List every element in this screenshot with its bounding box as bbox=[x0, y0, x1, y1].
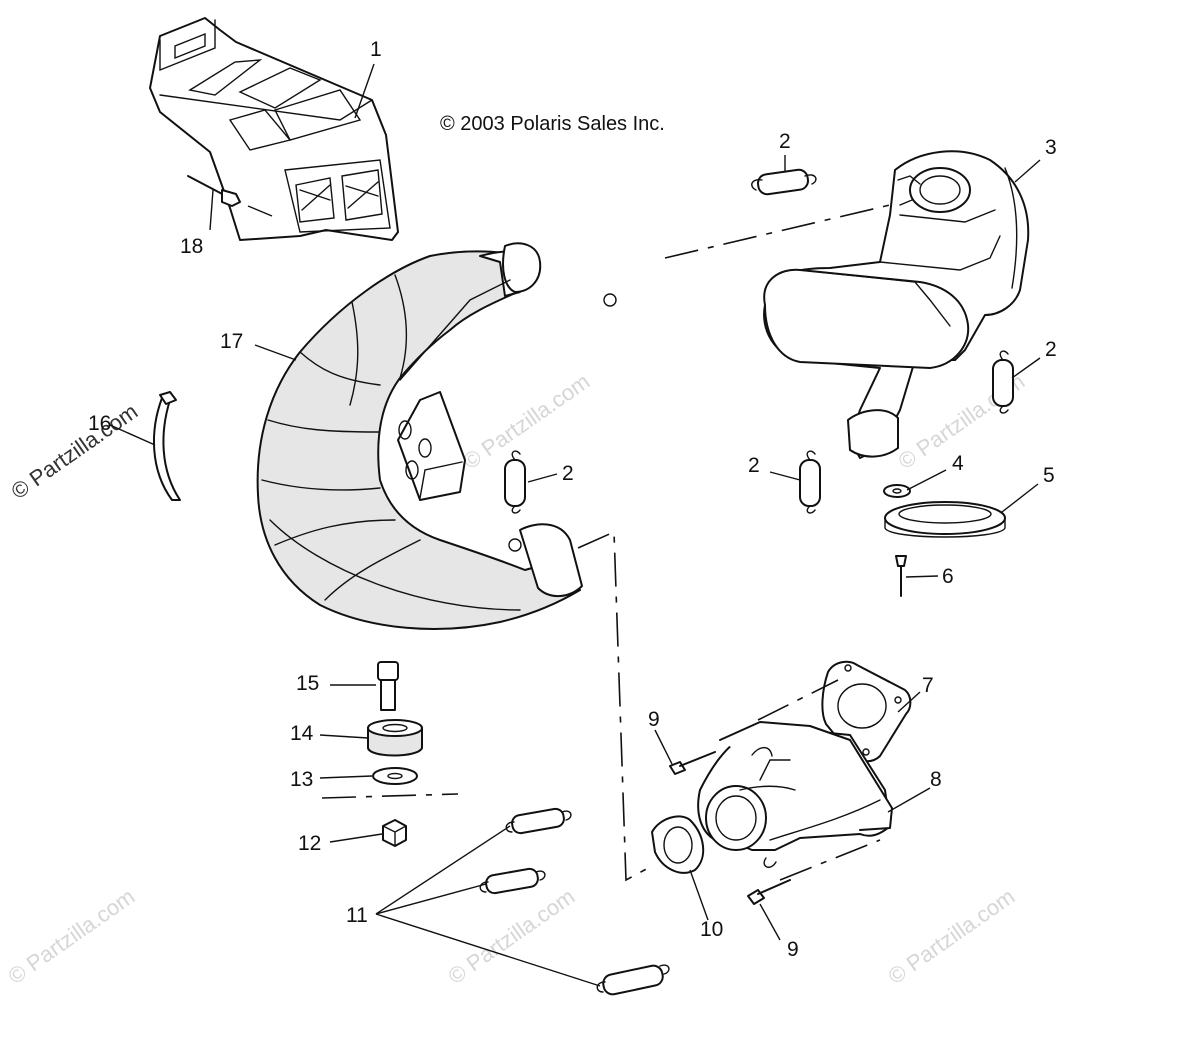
part-8-manifold[interactable] bbox=[697, 721, 893, 868]
part-9-bolt-upper[interactable] bbox=[669, 751, 716, 775]
part-11-spring-middle[interactable] bbox=[479, 867, 546, 895]
callout-labels: 1 18 2 3 2 2 2 4 5 6 7 8 9 9 10 11 12 13… bbox=[88, 38, 1057, 961]
callout-9-upper: 9 bbox=[648, 708, 660, 731]
part-18-rivet[interactable] bbox=[187, 175, 273, 217]
part-16-strap[interactable] bbox=[153, 391, 181, 501]
callout-6: 6 bbox=[942, 565, 954, 588]
part-2-spring-lower[interactable] bbox=[799, 450, 821, 514]
part-17-expansion-chamber[interactable] bbox=[256, 242, 617, 630]
part-4-washer[interactable] bbox=[883, 484, 911, 498]
callout-5: 5 bbox=[1043, 464, 1055, 487]
part-6-rivet[interactable] bbox=[895, 555, 907, 597]
part-1-bracket[interactable] bbox=[149, 17, 399, 241]
watermark-bottom-left: © Partzilla.com bbox=[4, 884, 140, 990]
callout-18: 18 bbox=[180, 235, 203, 258]
callout-16: 16 bbox=[88, 412, 111, 435]
part-13-washer[interactable] bbox=[372, 767, 418, 785]
callout-10: 10 bbox=[700, 918, 723, 941]
copyright-notice: © 2003 Polaris Sales Inc. bbox=[440, 113, 665, 135]
part-9-bolt-lower[interactable] bbox=[747, 879, 791, 905]
connector-lines bbox=[321, 204, 891, 882]
callout-17: 17 bbox=[220, 330, 243, 353]
callout-13: 13 bbox=[290, 768, 313, 791]
callout-8: 8 bbox=[930, 768, 942, 791]
callout-14: 14 bbox=[290, 722, 314, 745]
watermark-bottom-right: © Partzilla.com bbox=[884, 884, 1020, 990]
part-5-grommet[interactable] bbox=[884, 501, 1006, 538]
part-14-bushing[interactable] bbox=[367, 719, 423, 757]
callout-9-lower: 9 bbox=[787, 938, 799, 961]
callout-2-lower: 2 bbox=[748, 454, 760, 477]
part-2-spring-top[interactable] bbox=[751, 168, 817, 196]
part-2-spring-center[interactable] bbox=[504, 450, 526, 514]
callout-1: 1 bbox=[370, 38, 382, 61]
callout-3: 3 bbox=[1045, 136, 1057, 159]
callout-11: 11 bbox=[346, 904, 368, 927]
callout-15: 15 bbox=[296, 672, 319, 695]
part-10-gasket-ring[interactable] bbox=[651, 815, 705, 874]
watermark-left: © Partzilla.com bbox=[7, 399, 143, 505]
callout-2-center: 2 bbox=[562, 462, 574, 485]
part-11-spring-upper[interactable] bbox=[505, 807, 572, 835]
part-15-bolt[interactable] bbox=[377, 661, 399, 711]
callout-12: 12 bbox=[298, 832, 321, 855]
callout-2-right: 2 bbox=[1045, 338, 1057, 361]
part-12-nut[interactable] bbox=[382, 819, 407, 847]
callout-7: 7 bbox=[922, 674, 934, 697]
part-2-spring-right[interactable] bbox=[992, 350, 1014, 414]
leader-lines bbox=[109, 63, 1041, 987]
callout-2-top: 2 bbox=[779, 130, 791, 153]
callout-4: 4 bbox=[952, 452, 964, 475]
part-11-spring-lower[interactable] bbox=[596, 964, 670, 996]
watermark-center: © Partzilla.com bbox=[459, 369, 595, 475]
part-3-silencer[interactable] bbox=[763, 150, 1030, 459]
